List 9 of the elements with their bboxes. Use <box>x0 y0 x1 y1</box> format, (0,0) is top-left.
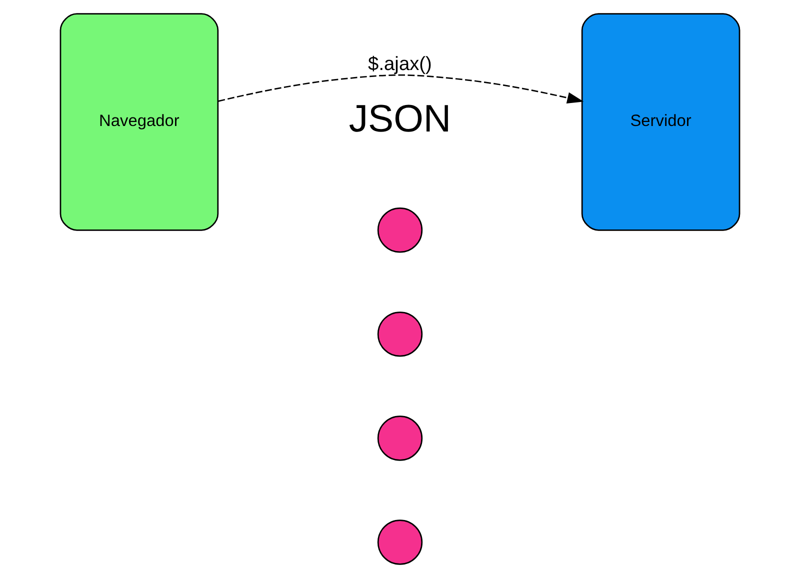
node-circle <box>377 416 423 461</box>
edge-label: $.ajax() <box>368 54 432 76</box>
node-circle <box>377 520 423 565</box>
node-circle <box>377 208 423 253</box>
node-box: Servidor <box>581 13 740 231</box>
label: JSON <box>348 97 452 140</box>
arrow <box>218 74 584 104</box>
node-box: Navegador <box>60 13 219 231</box>
node-circle <box>377 312 423 357</box>
